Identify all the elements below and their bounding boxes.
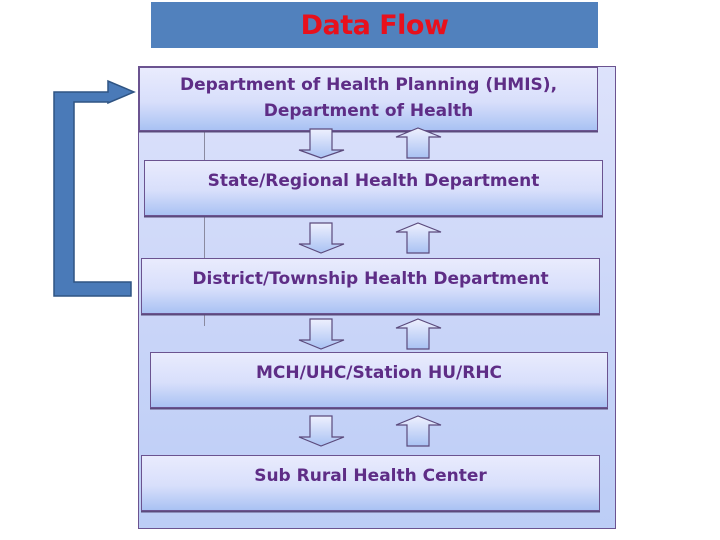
- level-label: District/Township Health Department: [192, 269, 549, 289]
- down-arrow-icon: [298, 415, 345, 447]
- level-box-sub-rural: Sub Rural Health Center: [141, 455, 600, 511]
- level-label-line2: Department of Health: [263, 101, 474, 121]
- up-arrow-icon: [395, 415, 442, 447]
- title-bar: Data Flow: [151, 2, 598, 48]
- level-box-state: State/Regional Health Department: [144, 160, 603, 216]
- up-arrow-icon: [395, 127, 442, 159]
- elbow-arrow-icon: [53, 79, 136, 297]
- connector-line: [204, 130, 205, 326]
- level-box-district: District/Township Health Department: [141, 258, 600, 314]
- down-arrow-icon: [298, 222, 345, 254]
- level-label-line1: Department of Health Planning (HMIS),: [179, 75, 558, 95]
- down-arrow-icon: [298, 128, 345, 159]
- level-box-station: MCH/UHC/Station HU/RHC: [150, 352, 608, 408]
- level-label: Sub Rural Health Center: [254, 466, 487, 486]
- up-arrow-icon: [395, 318, 442, 350]
- level-label: MCH/UHC/Station HU/RHC: [255, 363, 503, 383]
- level-label: State/Regional Health Department: [207, 171, 540, 191]
- up-arrow-icon: [395, 222, 442, 254]
- level-box-national: Department of Health Planning (HMIS), De…: [139, 67, 598, 131]
- down-arrow-icon: [298, 318, 345, 350]
- page-title: Data Flow: [300, 9, 449, 41]
